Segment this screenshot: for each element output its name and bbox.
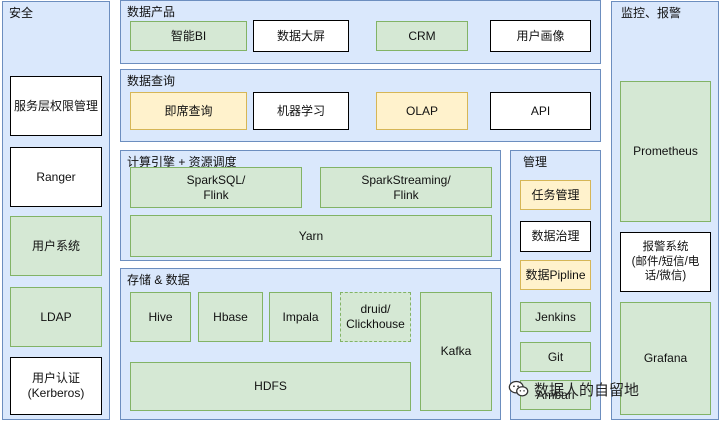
security-panel: 安全 服务层权限管理 Ranger 用户系统 LDAP 用户认证 (Kerber… bbox=[2, 1, 110, 420]
data-screen-box: 数据大屏 bbox=[253, 20, 349, 52]
data-governance-box: 数据治理 bbox=[520, 221, 591, 252]
ldap-box: LDAP bbox=[10, 287, 102, 347]
watermark: 数据人的自留地 bbox=[508, 376, 718, 402]
sparkstreaming-flink-box: SparkStreaming/ Flink bbox=[320, 167, 492, 208]
git-box: Git bbox=[520, 342, 591, 372]
impala-box: Impala bbox=[269, 292, 332, 342]
data-product-panel: 数据产品 智能BI 数据大屏 CRM 用户画像 bbox=[120, 0, 601, 64]
jenkins-box: Jenkins bbox=[520, 302, 591, 332]
hive-box: Hive bbox=[130, 292, 191, 342]
wechat-icon bbox=[508, 380, 529, 397]
compute-panel: 计算引擎 + 资源调度 SparkSQL/ Flink SparkStreami… bbox=[120, 150, 501, 261]
alert-system-box: 报警系统 (邮件/短信/电 话/微信) bbox=[620, 232, 711, 292]
kerberos-box: 用户认证 (Kerberos) bbox=[10, 357, 102, 415]
ranger-box: Ranger bbox=[10, 147, 102, 207]
monitoring-panel: 监控、报警 Prometheus 报警系统 (邮件/短信/电 话/微信) Gra… bbox=[611, 1, 719, 420]
prometheus-box: Prometheus bbox=[620, 81, 711, 222]
data-pipeline-box: 数据Pipline bbox=[520, 260, 591, 290]
smart-bi-box: 智能BI bbox=[130, 21, 247, 51]
service-permission-box: 服务层权限管理 bbox=[10, 76, 102, 136]
olap-box: OLAP bbox=[376, 92, 468, 130]
management-title: 管理 bbox=[523, 155, 548, 169]
druid-clickhouse-box: druid/ Clickhouse bbox=[340, 292, 411, 342]
storage-panel: 存储 & 数据 Hive Hbase Impala druid/ Clickho… bbox=[120, 268, 501, 420]
hdfs-box: HDFS bbox=[130, 362, 411, 411]
yarn-box: Yarn bbox=[130, 215, 492, 257]
crm-box: CRM bbox=[376, 21, 468, 51]
ambari-box: Ambari bbox=[520, 380, 591, 410]
security-title: 安全 bbox=[9, 6, 34, 20]
data-query-title: 数据查询 bbox=[127, 74, 176, 88]
user-system-box: 用户系统 bbox=[10, 216, 102, 276]
machine-learning-box: 机器学习 bbox=[253, 92, 349, 130]
adhoc-query-box: 即席查询 bbox=[130, 92, 247, 130]
user-profile-box: 用户画像 bbox=[490, 20, 591, 52]
sparksql-flink-box: SparkSQL/ Flink bbox=[130, 167, 302, 208]
hbase-box: Hbase bbox=[198, 292, 263, 342]
grafana-box: Grafana bbox=[620, 302, 711, 415]
data-product-title: 数据产品 bbox=[127, 5, 176, 19]
watermark-text: 数据人的自留地 bbox=[534, 381, 640, 399]
task-management-box: 任务管理 bbox=[520, 180, 591, 210]
data-query-panel: 数据查询 即席查询 机器学习 OLAP API bbox=[120, 69, 601, 142]
kafka-box: Kafka bbox=[420, 292, 492, 411]
management-panel: 管理 任务管理 数据治理 数据Pipline Jenkins Git Ambar… bbox=[510, 150, 601, 420]
api-box: API bbox=[490, 92, 591, 130]
compute-title: 计算引擎 + 资源调度 bbox=[127, 155, 237, 169]
monitoring-title: 监控、报警 bbox=[621, 6, 682, 20]
storage-title: 存储 & 数据 bbox=[127, 273, 190, 287]
